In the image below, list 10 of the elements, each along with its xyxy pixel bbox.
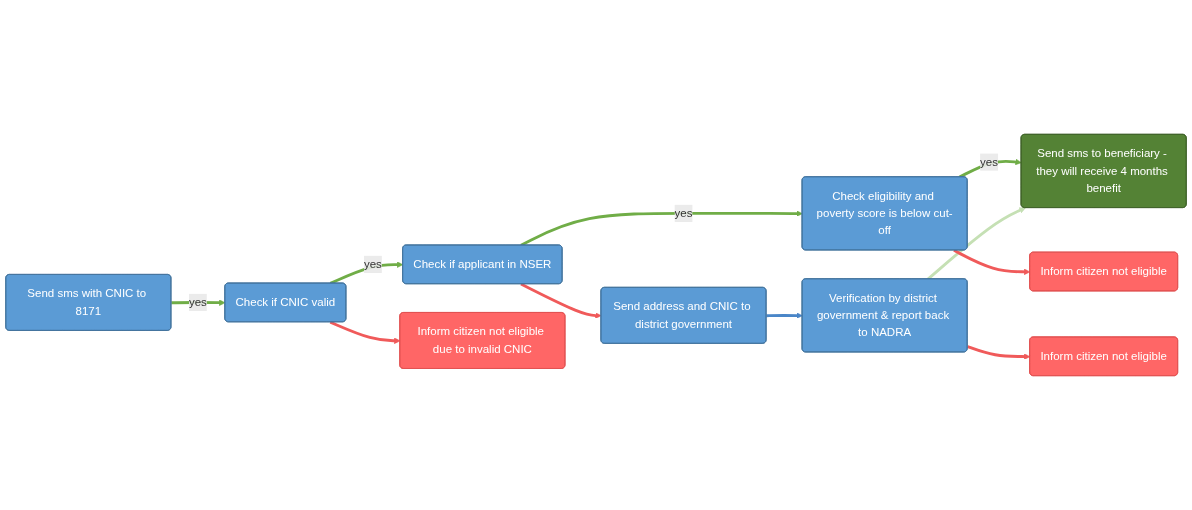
arrow [520, 282, 602, 319]
edge-label: yes [674, 206, 693, 220]
arrow [967, 345, 1031, 360]
edge-label: yes [363, 257, 382, 271]
edge-label: yes [188, 295, 207, 309]
edge-label: yes [980, 155, 998, 168]
arrow [953, 249, 1031, 275]
arrow [766, 312, 803, 319]
arrow [329, 261, 404, 285]
arrow [329, 320, 401, 344]
